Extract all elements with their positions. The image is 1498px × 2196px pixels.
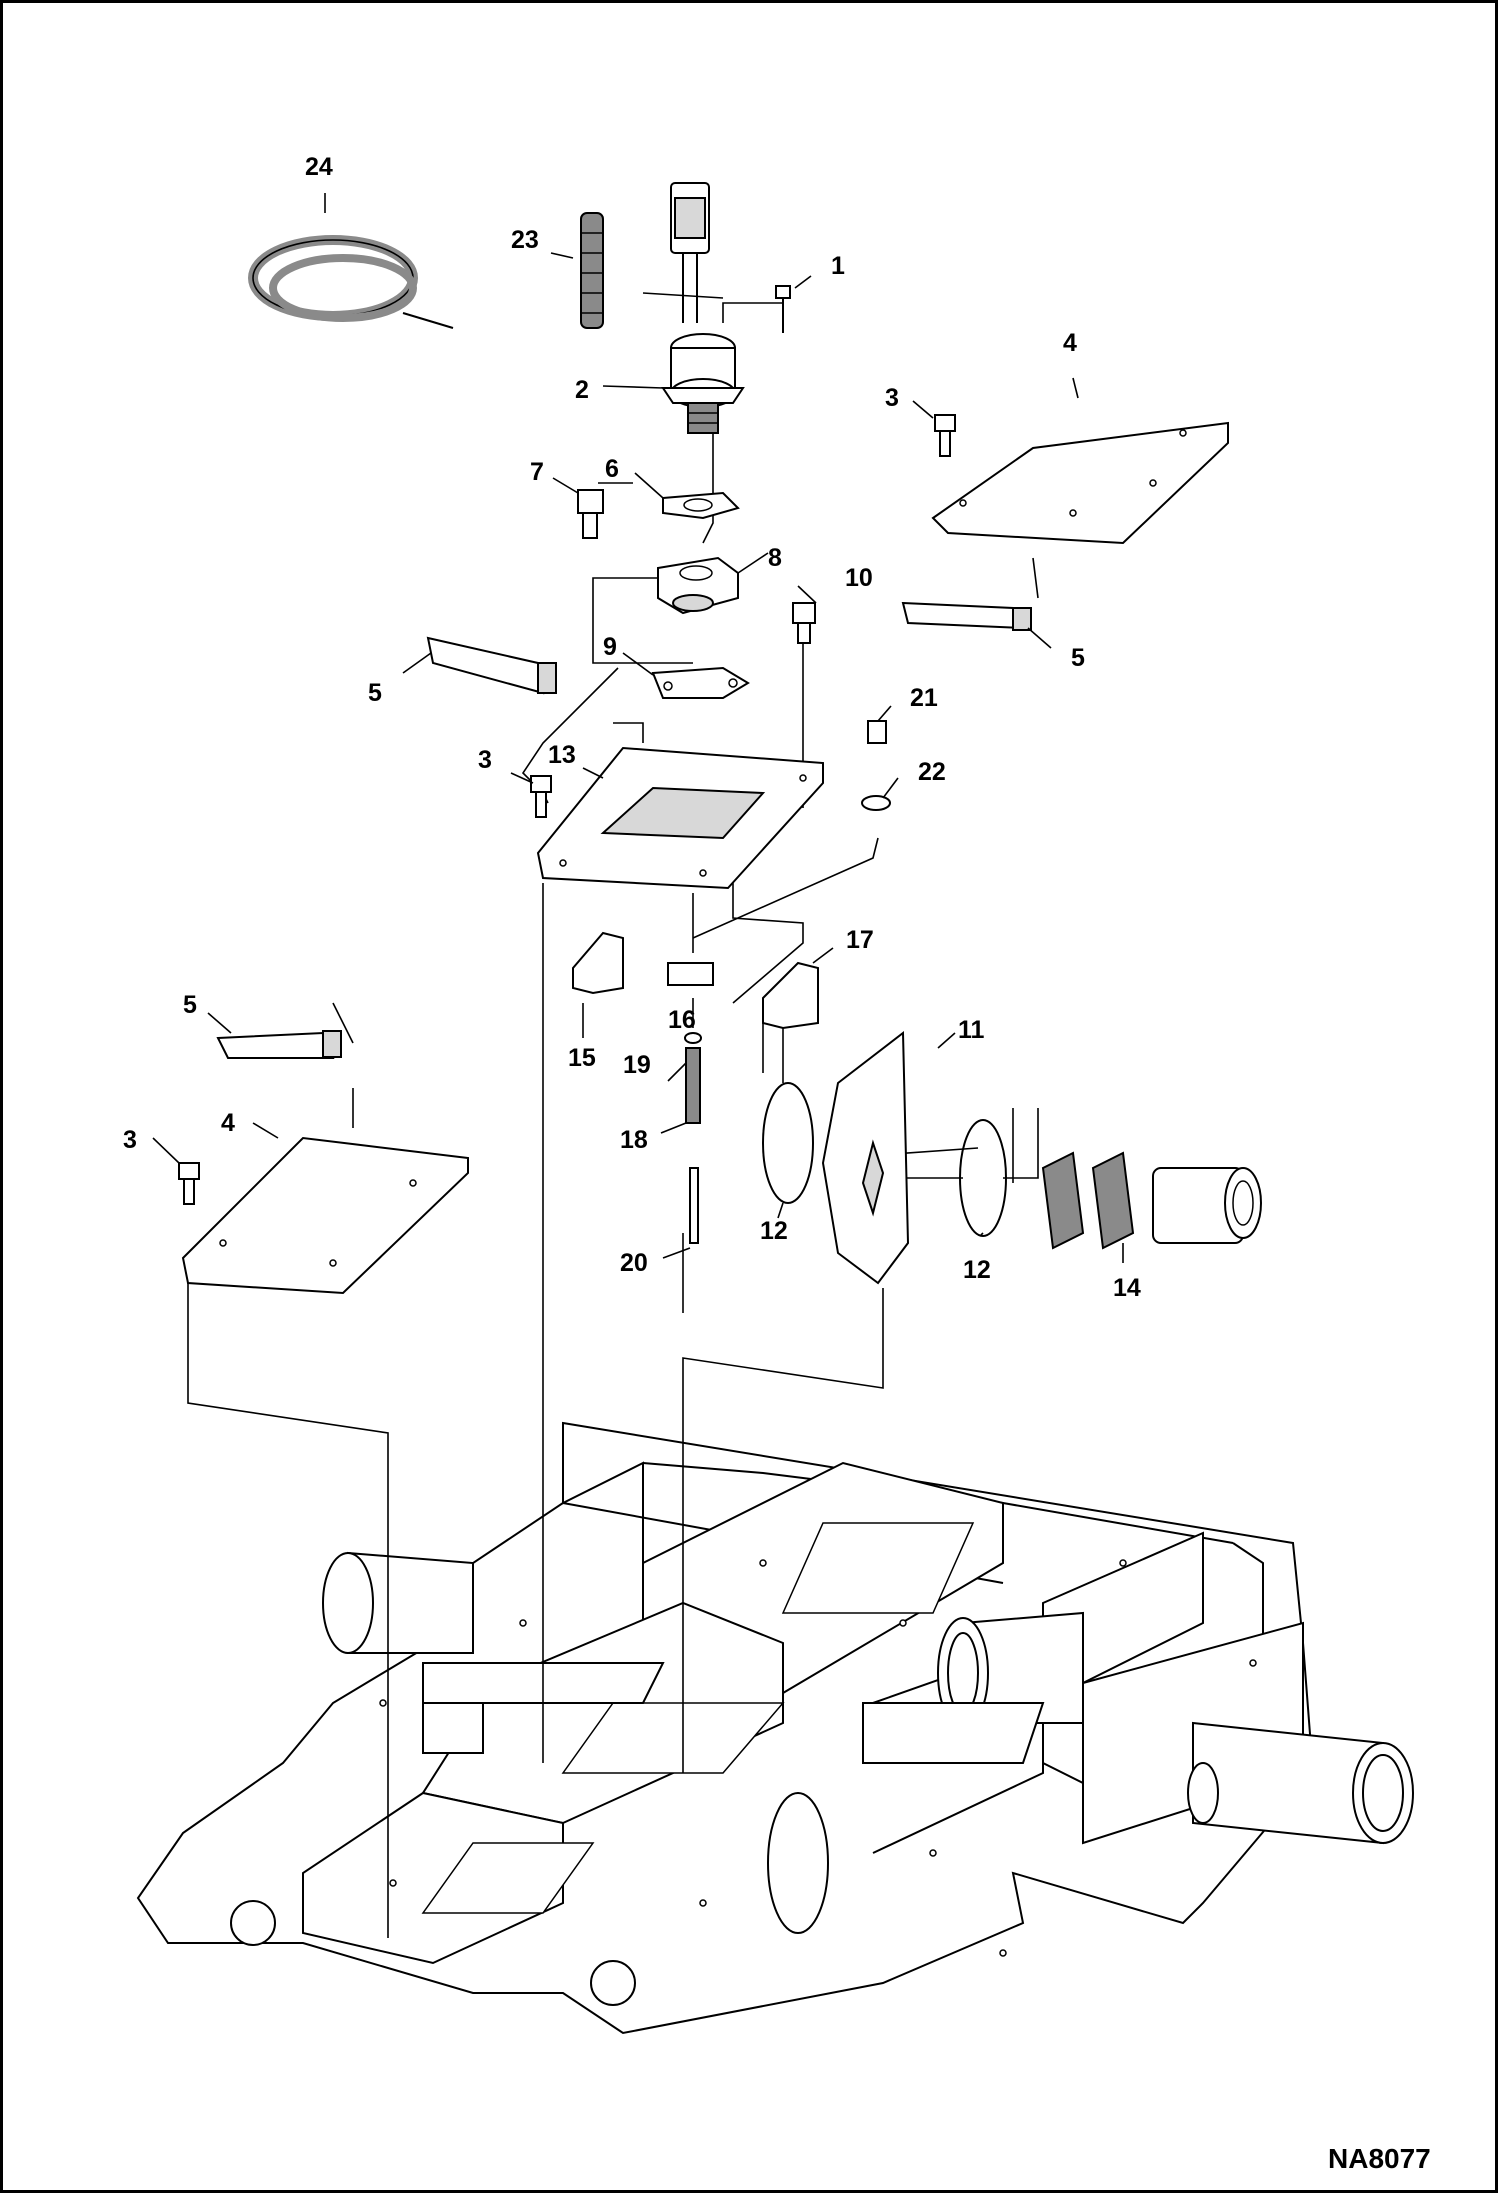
- assembly-lines: [187, 292, 1039, 1938]
- callout-6: 6: [605, 455, 619, 483]
- part-2-solenoid: [661, 182, 745, 434]
- callout-4b: 4: [221, 1109, 235, 1137]
- part-17-bracket: [762, 961, 819, 1030]
- callout-labels: 24 23 1 2 4 3 7 6 8 10 5 9 5 21 3 13 22 …: [123, 153, 1141, 1302]
- callout-leaders: [152, 193, 1124, 1263]
- part-20-pin: [689, 1167, 699, 1244]
- callout-23: 23: [511, 226, 539, 254]
- part-9-plate: [651, 666, 750, 699]
- diagram-canvas: 24 23 1 2 4 3 7 6 8 10 5 9 5 21 3 13 22 …: [123, 153, 1431, 2174]
- callout-3c: 3: [123, 1126, 137, 1154]
- callout-15: 15: [568, 1044, 596, 1072]
- callout-7: 7: [530, 458, 544, 486]
- part-8-valve-body: [657, 556, 739, 615]
- part-5-tube-c: [216, 1030, 342, 1059]
- part-10-bolt: [792, 602, 816, 644]
- callout-4a: 4: [1063, 329, 1077, 357]
- part-15-bracket: [572, 931, 624, 995]
- part-23-spring-stack: [580, 212, 604, 329]
- part-24-hose-coil: [248, 235, 454, 329]
- callout-18: 18: [620, 1126, 648, 1154]
- part-4-cover-plate-left: [181, 1136, 469, 1295]
- callout-10: 10: [845, 564, 873, 592]
- callout-12a: 12: [760, 1217, 788, 1245]
- part-5-tube-a: [426, 636, 557, 695]
- part-5-tube-b: [901, 601, 1032, 631]
- figure-id: NA8077: [1328, 2143, 1431, 2174]
- part-1-screw: [775, 285, 791, 333]
- part-11-disc: [821, 1031, 910, 1285]
- part-13-mounting-plate: [536, 746, 824, 890]
- callout-14: 14: [1113, 1274, 1141, 1302]
- callout-3a: 3: [885, 384, 899, 412]
- callout-13: 13: [548, 741, 576, 769]
- callout-24: 24: [305, 153, 333, 181]
- callout-11: 11: [958, 1016, 985, 1044]
- callout-9: 9: [603, 633, 617, 661]
- callout-21: 21: [910, 684, 938, 712]
- callout-1: 1: [831, 252, 845, 280]
- chassis-frame: [136, 1421, 1414, 2035]
- callout-19: 19: [623, 1051, 651, 1079]
- callout-17: 17: [846, 926, 874, 954]
- part-12-ring-left: [762, 1082, 814, 1204]
- part-3-bolts: [178, 414, 956, 1205]
- callout-12b: 12: [963, 1256, 991, 1284]
- callout-16: 16: [668, 1006, 696, 1034]
- callout-22: 22: [918, 758, 946, 786]
- callout-3b: 3: [478, 746, 492, 774]
- part-4-cover-plate-right: [931, 421, 1229, 545]
- part-12-ring-right: [959, 1119, 1007, 1237]
- part-18-spring: [685, 1047, 701, 1124]
- part-21-fitting: [867, 720, 887, 744]
- part-16-block: [667, 962, 714, 986]
- part-7-bolt: [577, 489, 604, 539]
- callout-5b: 5: [1071, 644, 1085, 672]
- part-14-sprocket-hub: [1041, 1151, 1262, 1250]
- callout-5a: 5: [368, 679, 382, 707]
- part-22-seal: [861, 795, 891, 811]
- part-19-ring: [684, 1032, 702, 1044]
- callout-5c: 5: [183, 991, 197, 1019]
- callout-2: 2: [575, 376, 589, 404]
- callout-8: 8: [768, 544, 782, 572]
- callout-20: 20: [620, 1249, 648, 1277]
- part-6-gasket: [662, 491, 740, 520]
